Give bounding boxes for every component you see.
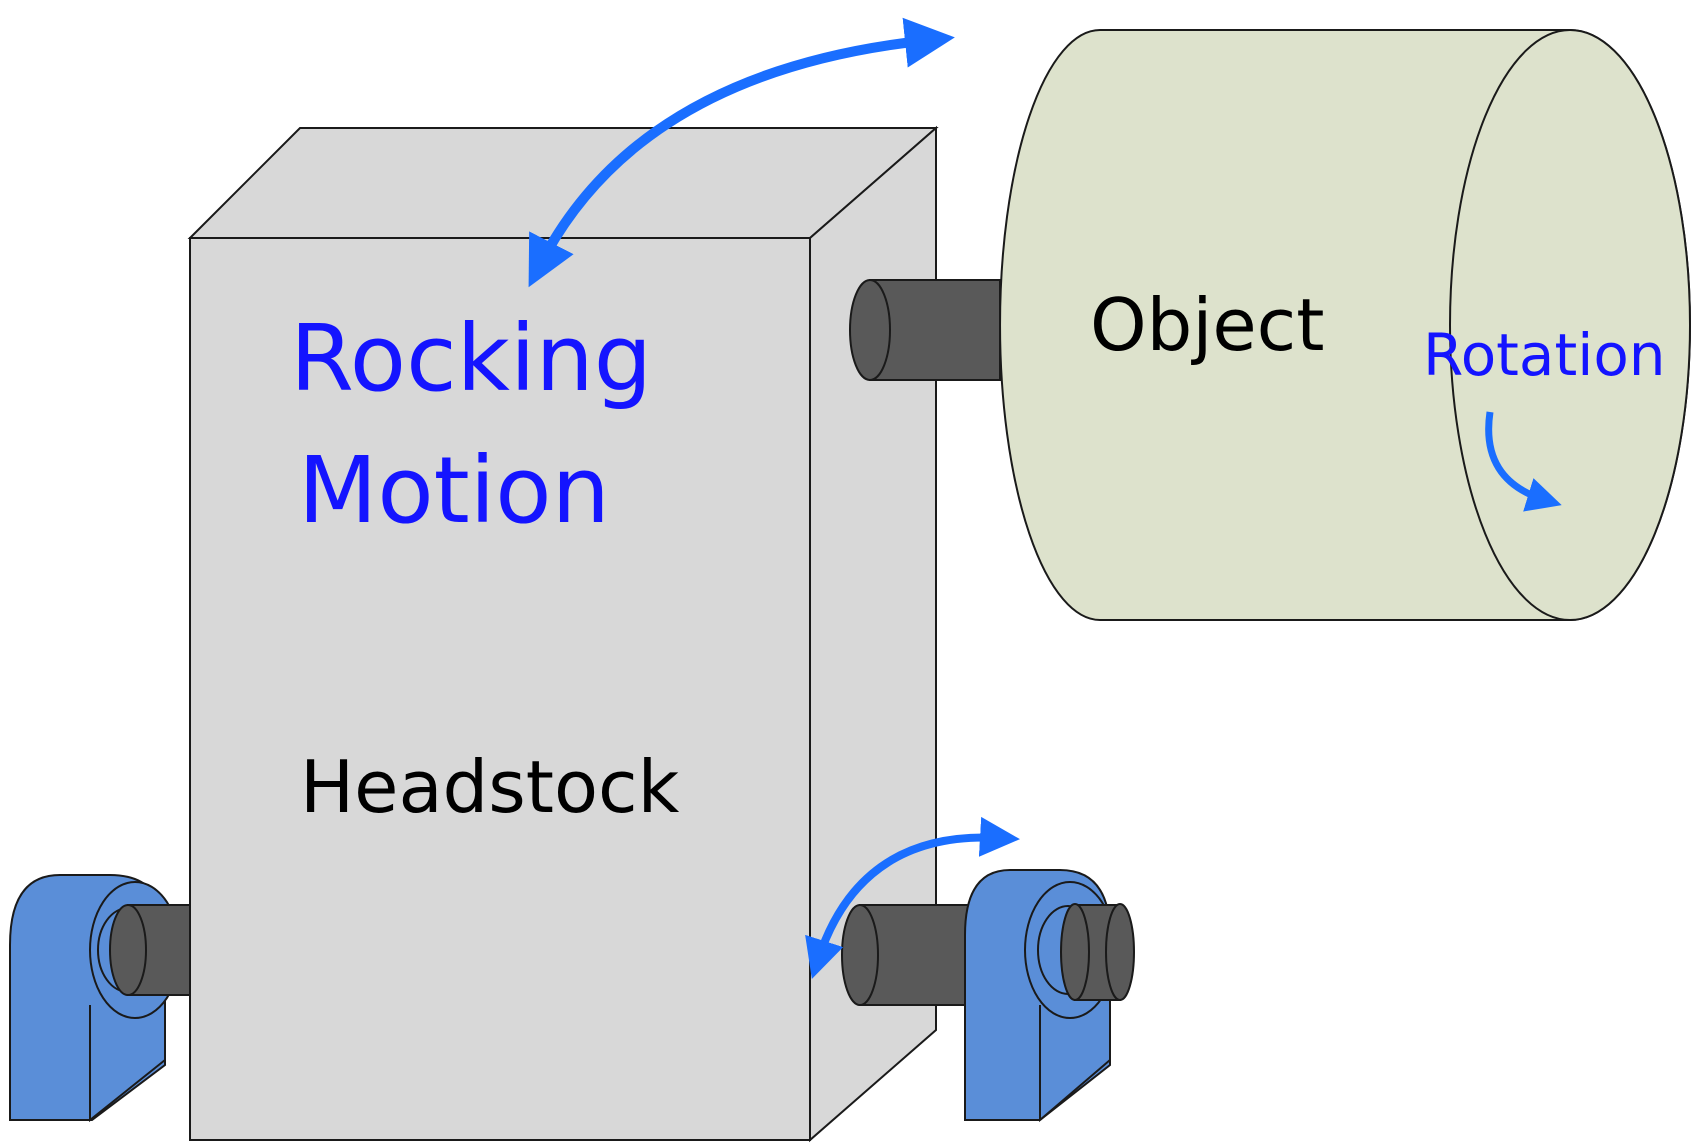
headstock-label: Headstock [300,745,680,829]
object-label: Object [1090,283,1325,367]
rotation-arrow [1485,411,1562,512]
rocking-motion-arrow [528,17,955,288]
object-cylinder [999,29,1691,621]
rocking-label-line2: Motion [298,437,610,544]
left-shaft [109,904,199,996]
small-rocking-arrow [805,816,1020,980]
right-bearing [964,869,1135,1123]
object-shaft [849,279,1001,381]
rocking-label-line1: Rocking [290,305,652,412]
headstock-box [187,125,939,1143]
right-shaft [841,904,981,1006]
rotation-label: Rotation [1423,321,1666,389]
